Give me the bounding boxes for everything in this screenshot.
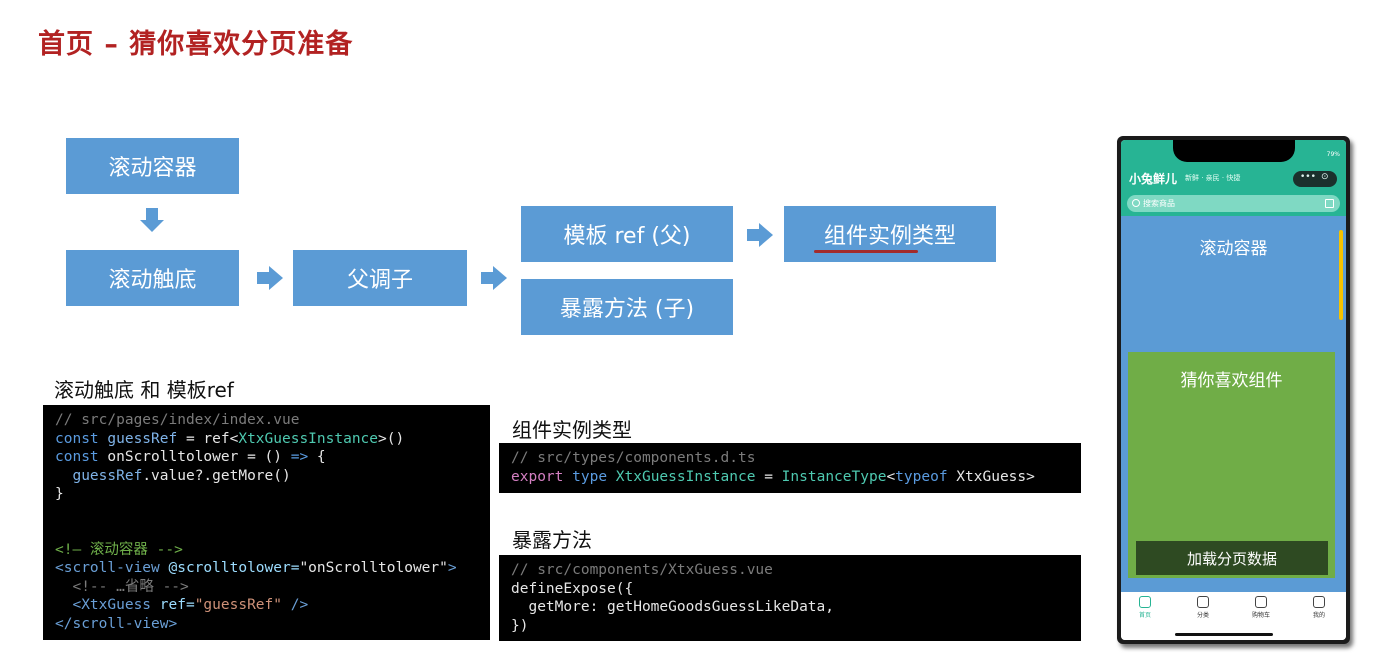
phone-mockup: 79% 小兔鲜儿 新鲜 · 亲民 · 快捷 ••• ⊙ 搜索商品 滚动容器 猜你…	[1117, 136, 1350, 644]
tab-category[interactable]: 分类	[1183, 596, 1223, 619]
cart-icon	[1255, 596, 1267, 608]
category-icon	[1197, 596, 1209, 608]
code-type: InstanceType	[781, 468, 887, 485]
flow-box-parent-calls-child: 父调子	[293, 250, 467, 306]
code-comment: // src/components/XtxGuess.vue	[511, 562, 773, 578]
code-keyword: type	[572, 468, 608, 485]
code-text: >()	[378, 430, 405, 447]
code-text: defineExpose({	[511, 580, 634, 597]
guess-component: 猜你喜欢组件 加载分页数据	[1128, 352, 1335, 578]
scroll-view[interactable]: 滚动容器 猜你喜欢组件 加载分页数据	[1121, 216, 1346, 592]
search-icon	[1132, 199, 1140, 207]
code-block-xtxguess-vue: // src/components/XtxGuess.vue defineExp…	[499, 555, 1081, 641]
code-text: = ()	[238, 449, 291, 465]
phone-notch	[1173, 140, 1295, 162]
code-text: = ref<	[177, 430, 239, 447]
code-text: =	[755, 468, 782, 485]
code-type: XtxGuessInstance	[238, 430, 379, 447]
search-placeholder: 搜索商品	[1143, 199, 1175, 208]
flow-box-scroll-bottom: 滚动触底	[66, 250, 239, 306]
flow-box-expose-methods: 暴露方法 (子)	[521, 279, 733, 335]
code-comment: // src/pages/index/index.vue	[55, 412, 300, 428]
code-keyword: const	[55, 430, 99, 447]
flow-box-template-ref: 模板 ref (父)	[521, 206, 733, 262]
search-bar[interactable]: 搜索商品	[1127, 195, 1340, 212]
app-slogan: 新鲜 · 亲民 · 快捷	[1185, 174, 1241, 182]
code-text: }	[55, 486, 64, 502]
close-icon[interactable]: ⊙	[1321, 172, 1329, 182]
scan-icon[interactable]	[1325, 199, 1334, 208]
guess-title: 猜你喜欢组件	[1180, 371, 1283, 391]
flow-box-instance-type: 组件实例类型	[784, 206, 996, 262]
code-string: "onScrolltolower"	[299, 560, 448, 576]
section-label-expose: 暴露方法	[512, 528, 592, 552]
app-brand: 小兔鲜儿	[1129, 172, 1178, 186]
code-keyword: export	[511, 468, 564, 485]
code-comment: // src/types/components.d.ts	[511, 450, 756, 466]
code-text: <	[886, 468, 896, 485]
code-variable: guessRef	[107, 430, 178, 447]
home-indicator	[1175, 633, 1273, 636]
home-icon	[1139, 596, 1151, 608]
code-text: getMore: getHomeGoodsGuessLikeData,	[511, 599, 835, 615]
code-comment: <!-- …省略 -->	[72, 578, 189, 595]
load-more-button[interactable]: 加载分页数据	[1136, 541, 1328, 575]
code-block-index-vue: // src/pages/index/index.vue const guess…	[43, 405, 490, 640]
tab-home[interactable]: 首页	[1125, 596, 1165, 619]
user-icon	[1313, 596, 1325, 608]
scroll-view-title: 滚动容器	[1199, 239, 1268, 259]
section-label-scroll-ref: 滚动触底 和 模板ref	[54, 378, 234, 402]
flow-box-scroll-container: 滚动容器	[66, 138, 239, 194]
tab-label: 购物车	[1251, 612, 1270, 619]
code-tag: <scroll-view	[55, 560, 160, 576]
code-comment: <!– 滚动容器 -->	[55, 541, 183, 558]
code-arrow: =>	[290, 449, 309, 465]
more-icon[interactable]: •••	[1300, 172, 1316, 182]
code-function: onScrolltolower	[107, 449, 239, 465]
app-header: 79% 小兔鲜儿 新鲜 · 亲民 · 快捷 ••• ⊙ 搜索商品	[1121, 140, 1346, 216]
tab-cart[interactable]: 购物车	[1241, 596, 1281, 619]
code-tag: >	[447, 560, 457, 576]
code-text: })	[511, 617, 529, 634]
section-label-instance-type: 组件实例类型	[512, 418, 632, 442]
code-keyword: typeof	[895, 468, 948, 485]
tab-label: 我的	[1312, 612, 1325, 619]
code-attr: ref=	[151, 597, 195, 613]
scrollbar[interactable]	[1339, 230, 1343, 320]
battery-indicator: 79%	[1326, 151, 1340, 158]
code-tag: <XtxGuess	[72, 597, 152, 613]
code-text: XtxGuess>	[947, 468, 1035, 485]
code-block-components-dts: // src/types/components.d.ts export type…	[499, 443, 1081, 493]
phone-screen: 79% 小兔鲜儿 新鲜 · 亲民 · 快捷 ••• ⊙ 搜索商品 滚动容器 猜你…	[1121, 140, 1346, 640]
tab-label: 首页	[1138, 612, 1151, 619]
page-title: 首页 – 猜你喜欢分页准备	[38, 29, 354, 60]
tab-bar: 首页 分类 购物车 我的	[1121, 592, 1346, 640]
tab-label: 分类	[1196, 612, 1209, 619]
code-variable: guessRef	[72, 467, 143, 484]
code-text: {	[308, 449, 326, 465]
miniprogram-capsule[interactable]: ••• ⊙	[1293, 171, 1337, 187]
code-attr: @scrolltolower=	[159, 560, 300, 576]
code-keyword: const	[55, 449, 99, 465]
code-string: "guessRef"	[194, 597, 283, 613]
code-type: XtxGuessInstance	[615, 468, 756, 485]
tab-profile[interactable]: 我的	[1299, 596, 1339, 619]
underline-mark	[814, 250, 918, 253]
code-tag: />	[282, 597, 309, 613]
code-text: .value?.getMore()	[142, 467, 291, 484]
code-tag: </scroll-view>	[55, 615, 178, 632]
